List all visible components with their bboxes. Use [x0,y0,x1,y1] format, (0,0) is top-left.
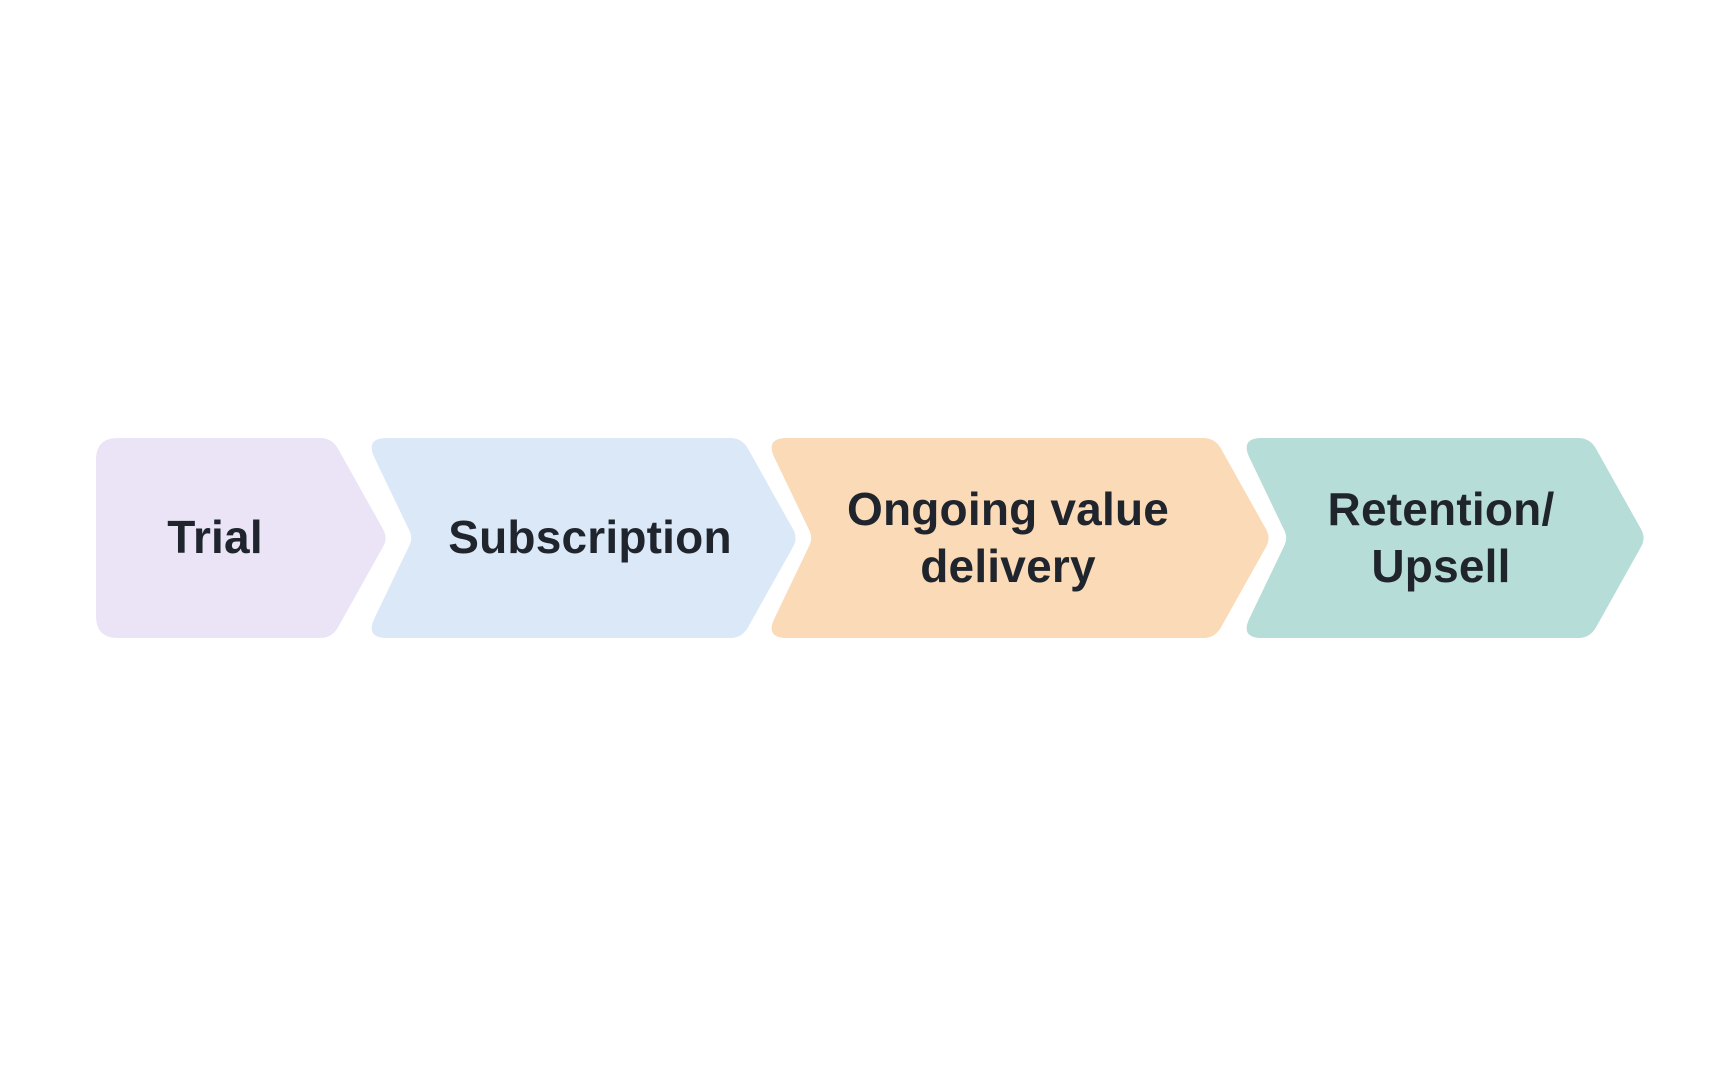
chevron-shape-trial [96,438,386,638]
chevron-shape-ongoing-value-delivery [771,438,1269,638]
chevron-shape-retention-upsell [1246,438,1644,638]
chevron-shape-subscription [371,438,796,638]
